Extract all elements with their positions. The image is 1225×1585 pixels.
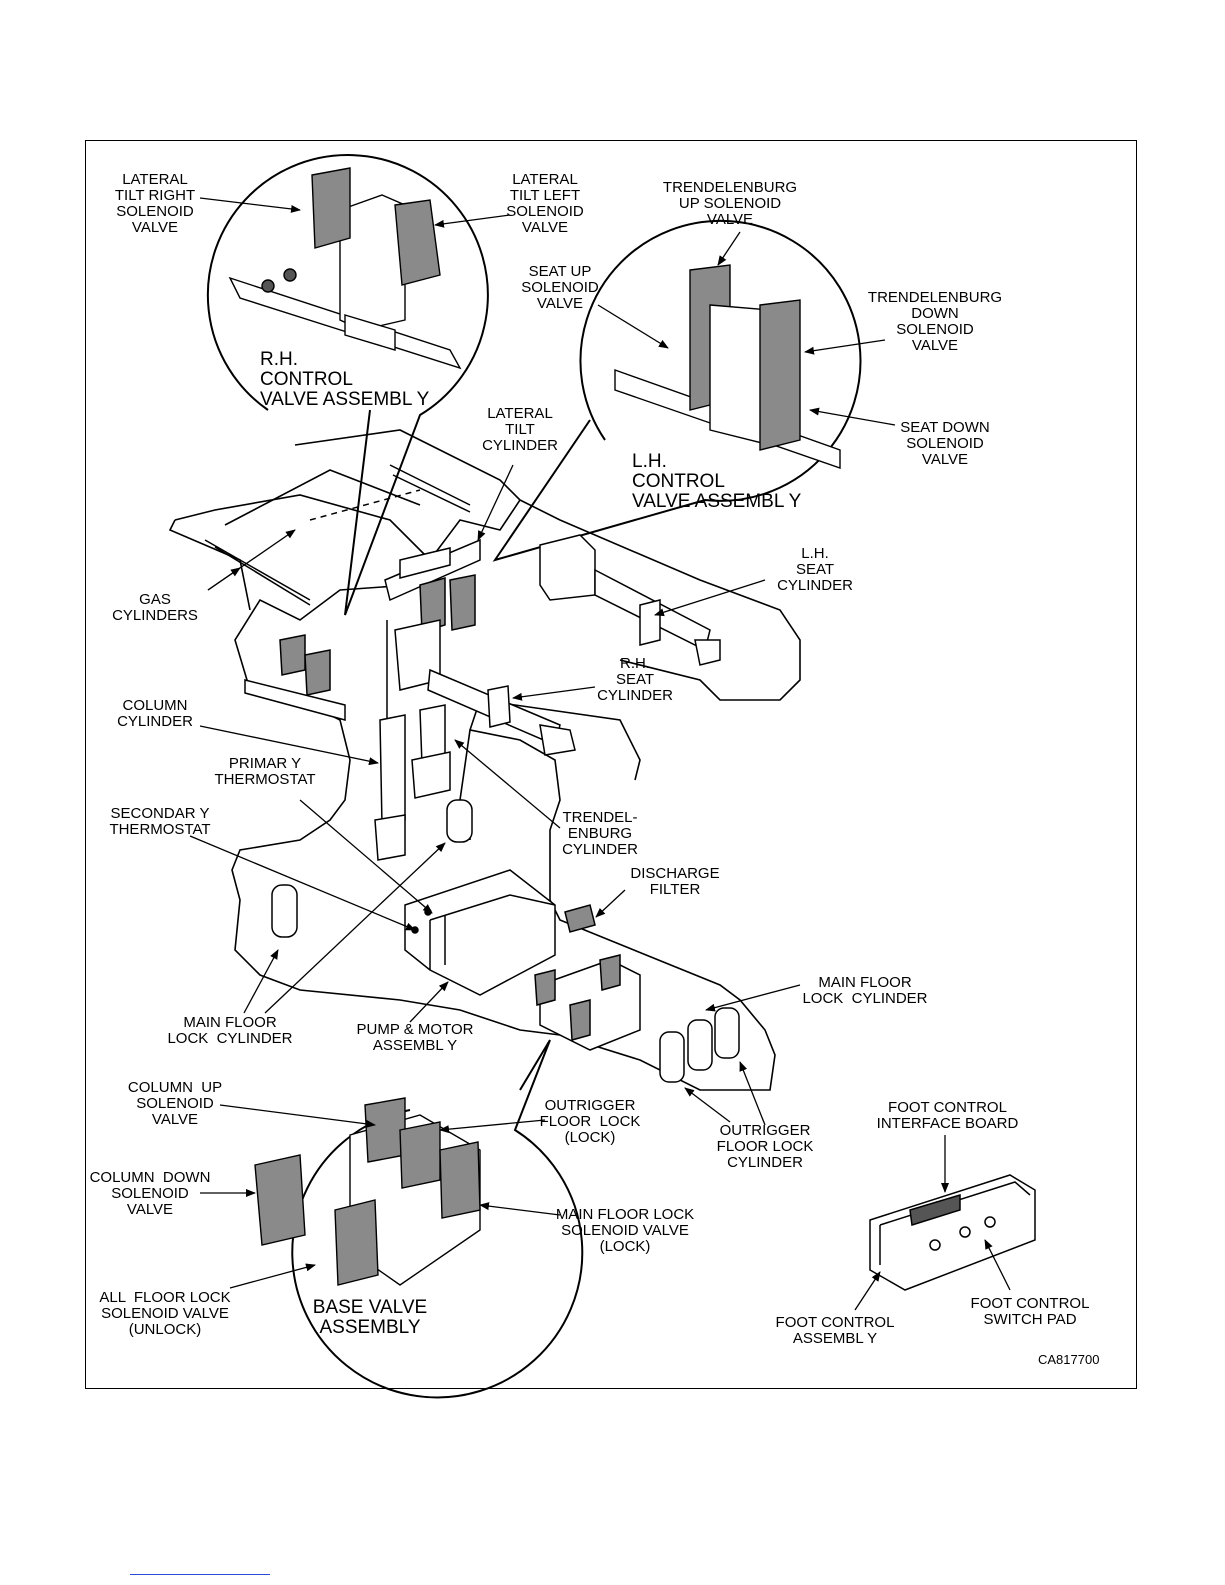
label-column-cylinder: COLUMN CYLINDER <box>117 697 193 730</box>
label-trendelenburg-up-solenoid-valve: TRENDELENBURG UP SOLENOID VALVE <box>662 179 798 228</box>
label-outrigger-floor-lock: OUTRIGGER FLOOR LOCK (LOCK) <box>539 1097 641 1146</box>
rh-callout-bubble <box>206 154 489 616</box>
label-secondary-thermostat: SECONDAR Y THERMOSTAT <box>109 805 211 838</box>
footer-link-underline[interactable] <box>130 1574 270 1575</box>
base-callout-bubble <box>291 1039 584 1399</box>
label-main-floor-lock-solenoid-valve: MAIN FLOOR LOCK SOLENOID VALVE (LOCK) <box>555 1206 695 1255</box>
label-column-up-solenoid-valve: COLUMN UP SOLENOID VALVE <box>127 1079 223 1128</box>
rh-valve-drawing <box>228 167 462 370</box>
label-rh-seat-cylinder: R.H. SEAT CYLINDER <box>597 655 673 704</box>
label-foot-control-assembly: FOOT CONTROL ASSEMBL Y <box>775 1314 895 1347</box>
lh-control-valve-assembly-title: L.H. CONTROL VALVE ASSEMBL Y <box>632 451 802 512</box>
label-trendelenburg-down-solenoid-valve: TRENDELENBURG DOWN SOLENOID VALVE <box>867 289 1003 354</box>
label-foot-control-switch-pad: FOOT CONTROL SWITCH PAD <box>970 1295 1090 1328</box>
label-lateral-tilt-left-solenoid-valve: LATERAL TILT LEFT SOLENOID VALVE <box>506 171 584 236</box>
base-valve-drawing <box>254 1097 481 1286</box>
label-foot-control-interface-board: FOOT CONTROL INTERFACE BOARD <box>876 1099 1019 1132</box>
label-main-floor-lock-cylinder-right: MAIN FLOOR LOCK CYLINDER <box>802 974 928 1007</box>
label-lateral-tilt-right-solenoid-valve: LATERAL TILT RIGHT SOLENOID VALVE <box>114 171 196 236</box>
label-discharge-filter: DISCHARGE FILTER <box>630 865 720 898</box>
label-gas-cylinders: GAS CYLINDERS <box>112 591 198 624</box>
label-outrigger-floor-lock-cylinder: OUTRIGGER FLOOR LOCK CYLINDER <box>716 1122 814 1171</box>
label-primary-thermostat: PRIMAR Y THERMOSTAT <box>214 755 316 788</box>
label-trendelenburg-cylinder: TRENDEL- ENBURG CYLINDER <box>562 809 638 858</box>
gas-cylinders <box>204 464 471 606</box>
figure-frame <box>85 140 1137 1389</box>
lh-callout-bubble <box>492 219 862 562</box>
mechanical-parts <box>244 534 1036 1291</box>
label-seat-down-solenoid-valve: SEAT DOWN SOLENOID VALVE <box>900 419 990 468</box>
label-lh-seat-cylinder: L.H. SEAT CYLINDER <box>777 545 853 594</box>
leader-lines <box>189 197 1011 1311</box>
label-main-floor-lock-cylinder-left: MAIN FLOOR LOCK CYLINDER <box>167 1014 293 1047</box>
label-lateral-tilt-cylinder: LATERAL TILT CYLINDER <box>482 405 558 454</box>
figure-id: CA817700 <box>1038 1352 1100 1367</box>
label-all-floor-lock-solenoid-valve: ALL FLOOR LOCK SOLENOID VALVE (UNLOCK) <box>99 1289 231 1338</box>
rh-control-valve-assembly-title: R.H. CONTROL VALVE ASSEMBL Y <box>260 349 430 410</box>
label-pump-motor-assembly: PUMP & MOTOR ASSEMBL Y <box>356 1021 474 1054</box>
base-valve-assembly-title: BASE VALVE ASSEMBLY <box>312 1297 428 1338</box>
lh-valve-drawing <box>614 264 841 469</box>
label-column-down-solenoid-valve: COLUMN DOWN SOLENOID VALVE <box>89 1169 211 1218</box>
label-seat-up-solenoid-valve: SEAT UP SOLENOID VALVE <box>521 263 599 312</box>
